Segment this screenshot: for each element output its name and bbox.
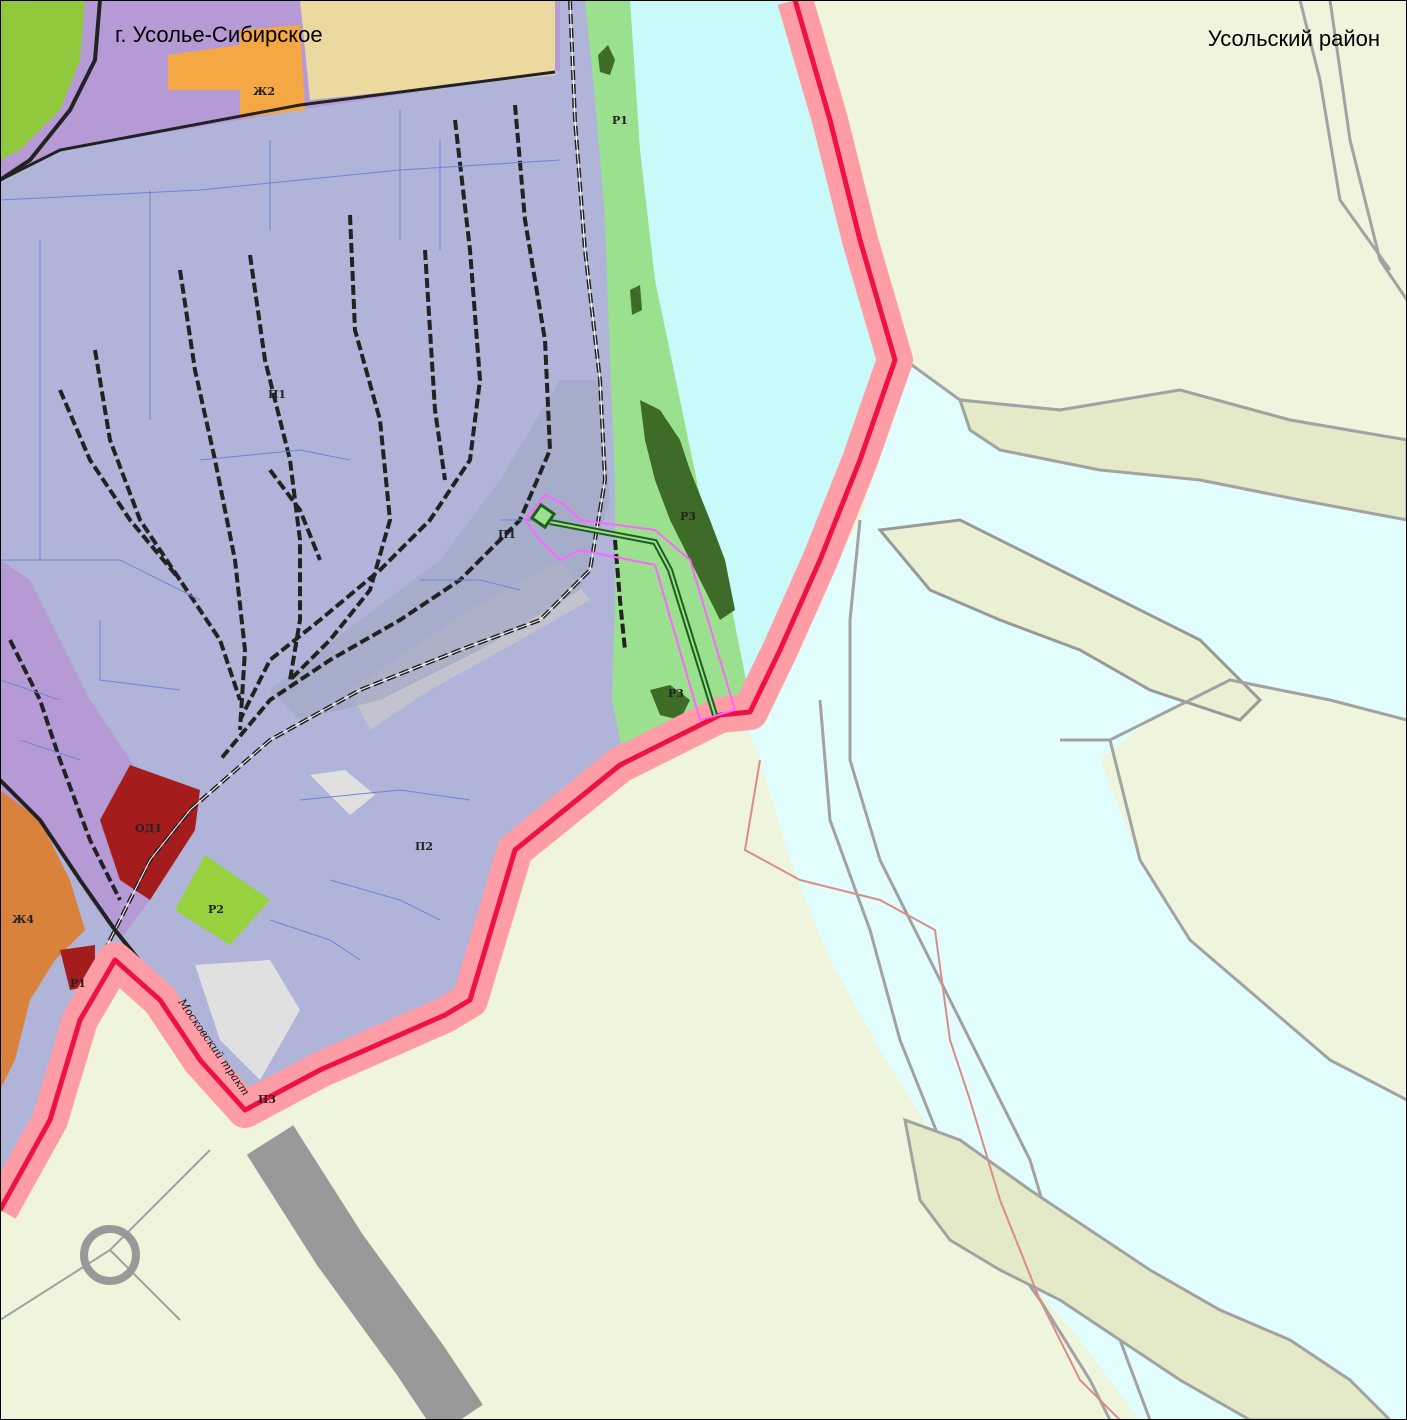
zone-label-r3-lower: Р3 xyxy=(668,687,684,700)
well-site-icon xyxy=(529,502,557,530)
road-north xyxy=(0,70,556,182)
outer-island-lower xyxy=(903,1117,1393,1420)
forest-patch-4 xyxy=(650,685,690,720)
zone-zh2-area xyxy=(168,25,305,118)
pipeline-route-inner xyxy=(549,521,716,716)
residential-yellow xyxy=(300,0,555,100)
forest-patch-2 xyxy=(630,285,642,315)
zone-r2-area xyxy=(175,855,270,945)
city-name-label: г. Усолье-Сибирское xyxy=(115,22,323,47)
zone-label-r3-upper: Р3 xyxy=(680,510,696,523)
utility-patch-south xyxy=(195,960,300,1080)
thin-red-path xyxy=(743,759,1121,1420)
project-area-outline xyxy=(523,493,737,722)
park-corner xyxy=(0,0,85,160)
zone-zh4-area xyxy=(0,790,85,1090)
zone-label-p2: П2 xyxy=(415,840,433,853)
zone-label-p1: П1 xyxy=(498,528,516,541)
zone-label-od1: ОД1 xyxy=(135,822,162,835)
industrial-shade xyxy=(270,380,610,720)
zone-label-p3: П3 xyxy=(258,1093,276,1106)
outer-upper-bank xyxy=(957,388,1407,522)
main-road-west xyxy=(0,0,102,182)
district-name-label: Усольский район xyxy=(1207,26,1380,51)
outer-river xyxy=(740,360,1407,1420)
zone-label-r1: Р1 xyxy=(612,114,628,127)
parcel-lines xyxy=(0,110,561,961)
rail-white-inner xyxy=(89,0,606,981)
forest-patch-3 xyxy=(640,400,735,620)
zone-label-zh2: Ж2 xyxy=(253,85,275,98)
south-road-thin xyxy=(0,1149,211,1321)
zone-od1-area xyxy=(100,765,200,900)
city-boundary xyxy=(0,0,898,1212)
zone-label-r1-small: Р1 xyxy=(70,977,86,990)
zone-label-r2: Р2 xyxy=(208,903,224,916)
south-highway xyxy=(246,1125,483,1420)
roundabout-icon xyxy=(80,1225,140,1285)
utility-patch-mid xyxy=(310,770,375,815)
zone-label-p1-upper: П1 xyxy=(268,388,286,401)
forest-patch-1 xyxy=(598,45,615,75)
zone-label-zh4: Ж4 xyxy=(12,913,34,926)
outer-river-island xyxy=(877,518,1263,722)
